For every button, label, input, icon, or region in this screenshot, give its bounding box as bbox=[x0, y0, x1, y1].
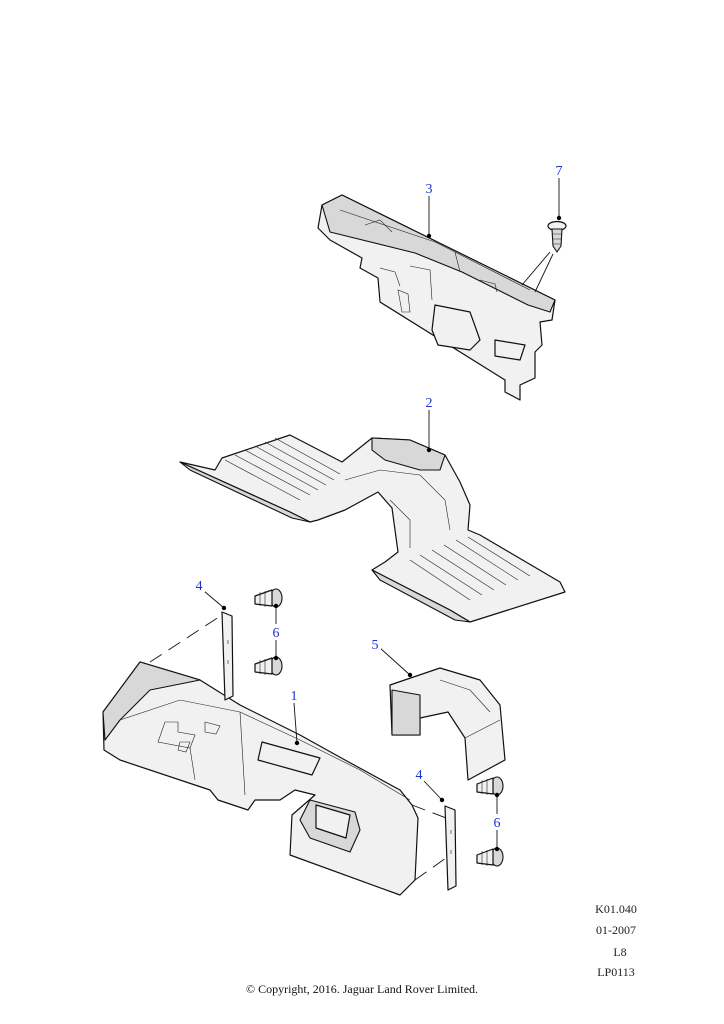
callout-3: 3 bbox=[426, 182, 433, 197]
callout-4-upper: 4 bbox=[196, 579, 203, 594]
part-3-bulkhead-trim bbox=[317, 194, 556, 401]
part-4-bracket-upper bbox=[221, 611, 234, 701]
part-2-floor-mat bbox=[179, 434, 566, 623]
callout-6-lower: 6 bbox=[494, 816, 501, 831]
part-6-screw-4 bbox=[476, 847, 504, 867]
part-4-bracket-lower bbox=[444, 805, 457, 891]
part-6-screw-3 bbox=[476, 776, 504, 796]
copyright-notice: © Copyright, 2016. Jaguar Land Rover Lim… bbox=[245, 982, 479, 996]
callout-labels: 3 7 2 1 5 4 4 6 6 bbox=[193, 163, 565, 831]
part-6-screw-1 bbox=[254, 588, 283, 608]
callout-2: 2 bbox=[426, 396, 433, 411]
part-5-side-cover bbox=[389, 667, 506, 781]
callout-4-lower: 4 bbox=[416, 768, 423, 783]
assembly-lines bbox=[149, 614, 447, 881]
leader-lines bbox=[203, 178, 562, 852]
part-7-clip bbox=[521, 220, 567, 293]
part-6-screw-2 bbox=[254, 656, 283, 676]
reference-plate: LP0113 bbox=[597, 965, 635, 979]
reference-code: K01.040 bbox=[595, 902, 637, 916]
reference-model: L8 bbox=[613, 945, 627, 959]
callout-5: 5 bbox=[372, 638, 379, 653]
callout-1: 1 bbox=[291, 689, 298, 704]
callout-6-upper: 6 bbox=[273, 626, 280, 641]
reference-date: 01-2007 bbox=[596, 923, 636, 937]
callout-7: 7 bbox=[556, 164, 563, 179]
part-1-seat-base bbox=[102, 661, 419, 896]
